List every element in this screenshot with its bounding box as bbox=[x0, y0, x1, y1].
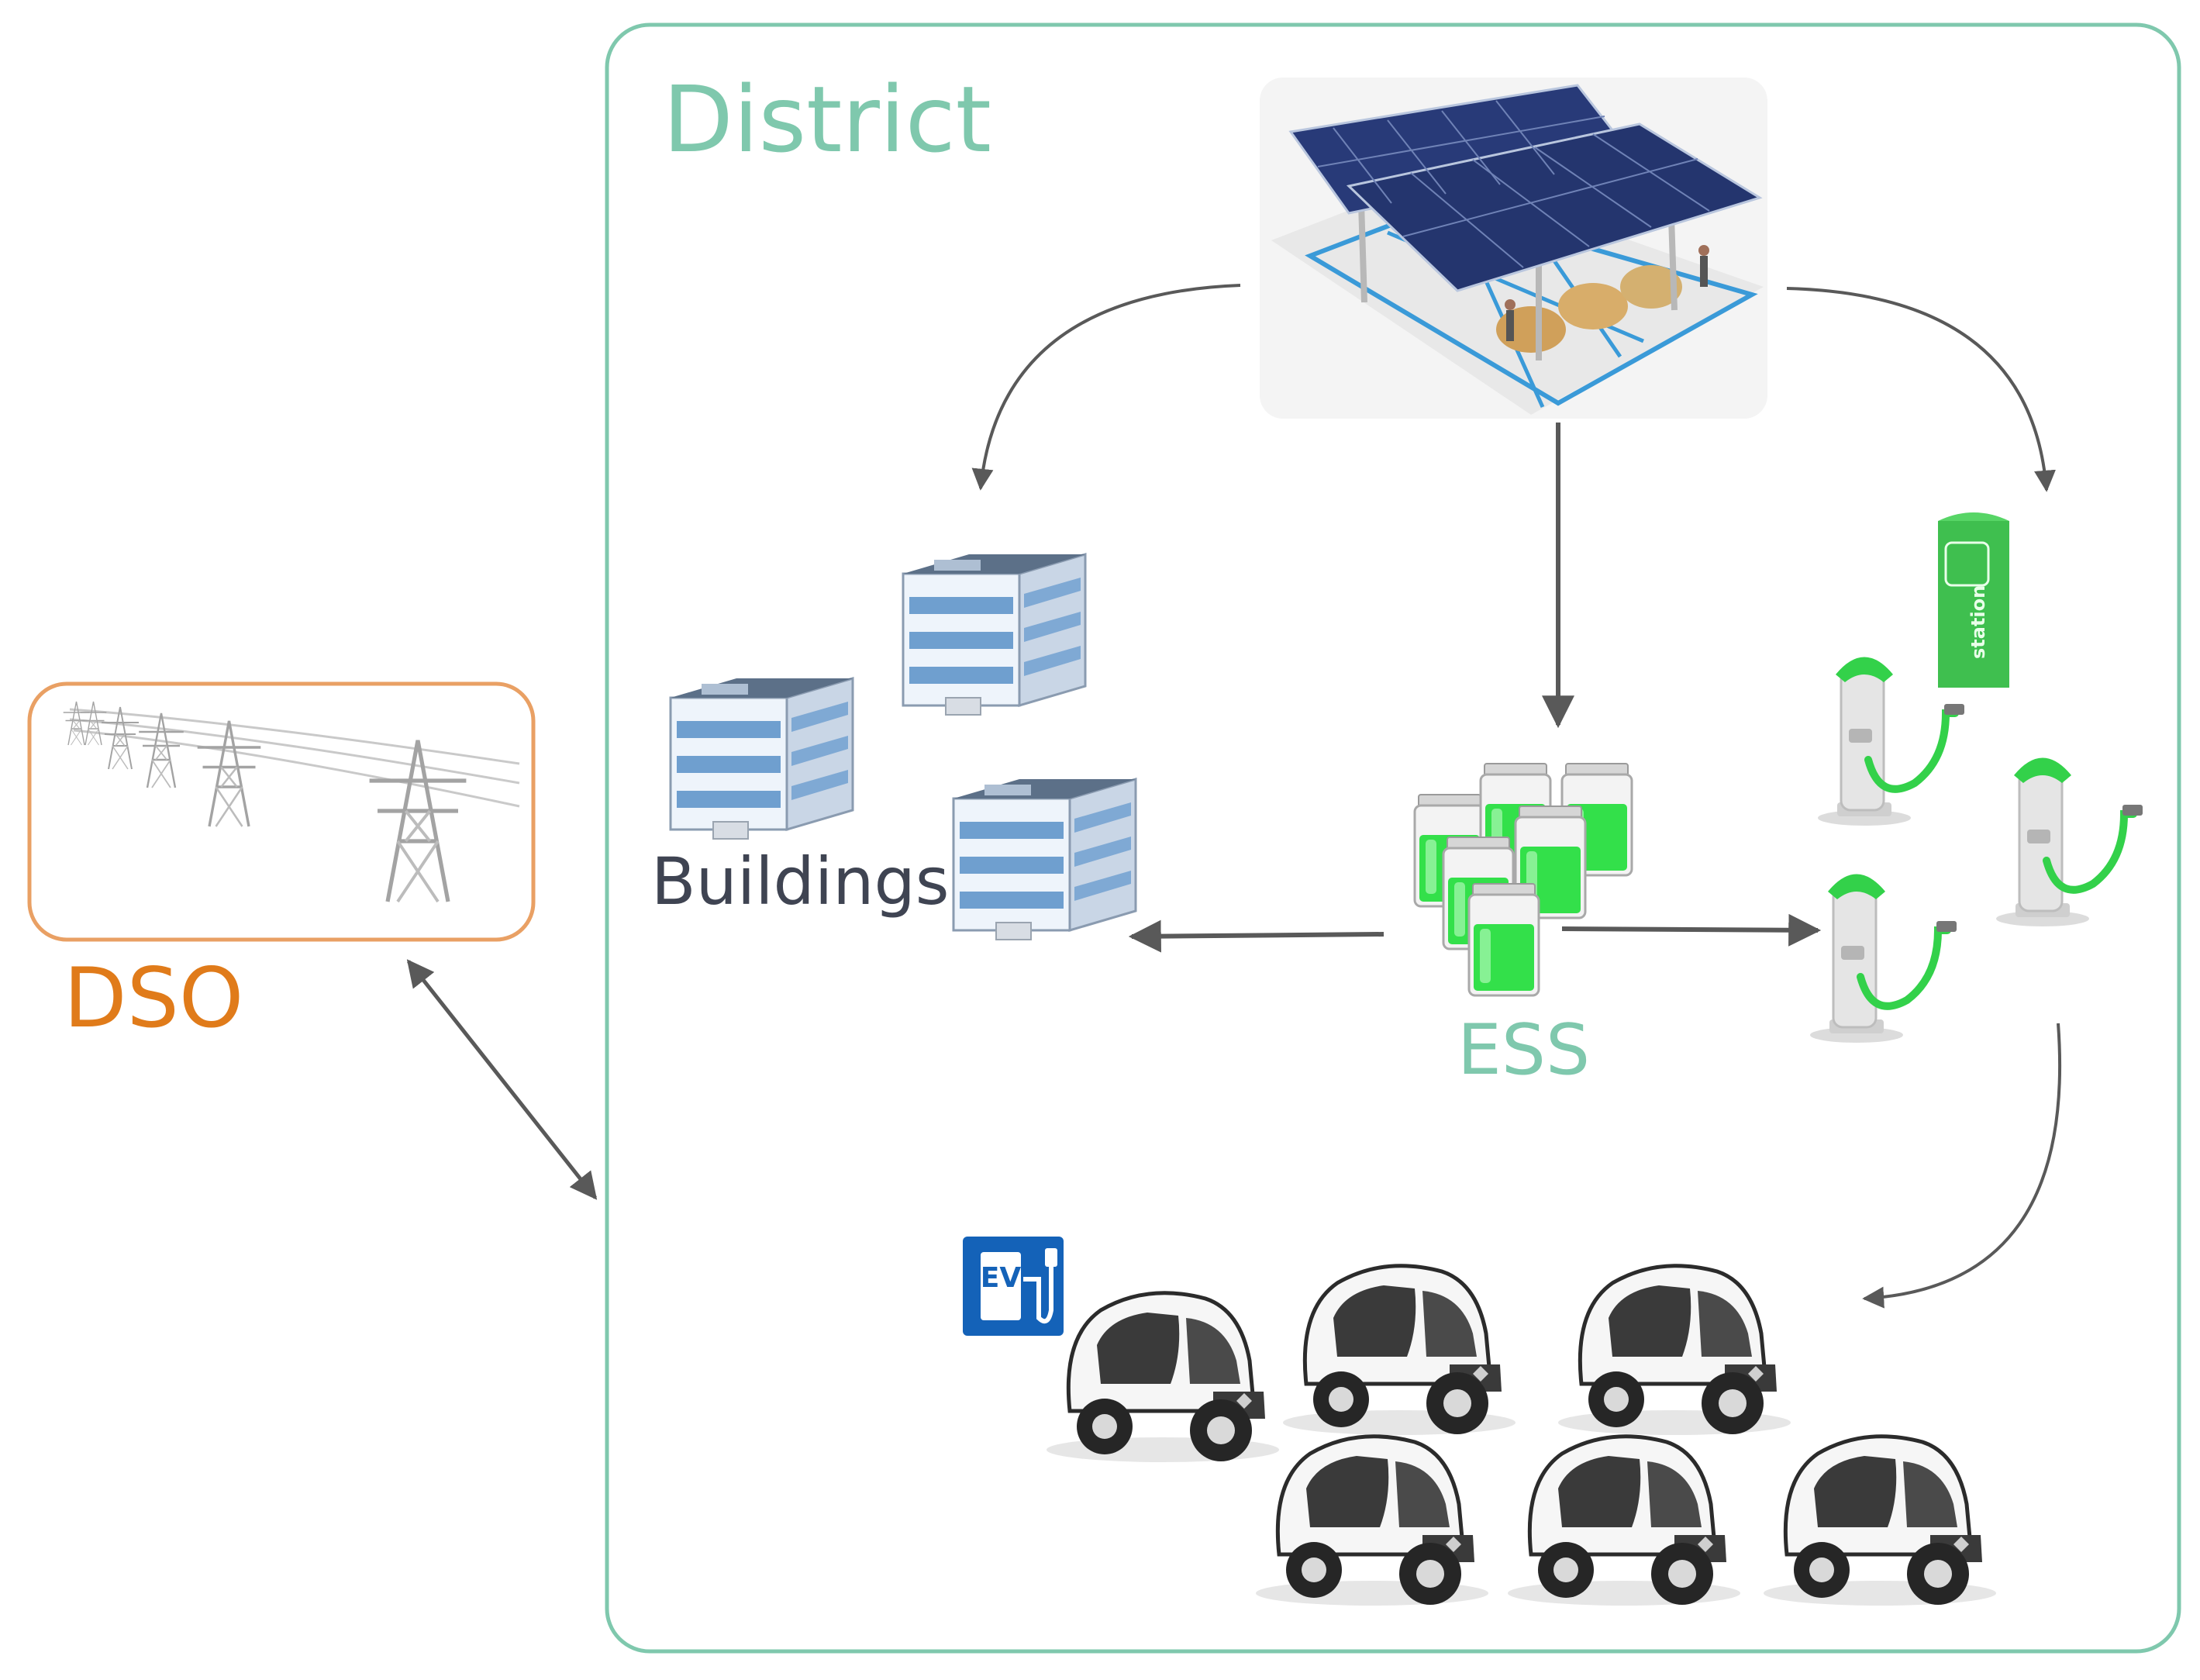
ev-car-icon bbox=[1558, 1266, 1791, 1435]
dso-district-arrow bbox=[406, 959, 598, 1200]
ev-car-icon bbox=[1508, 1437, 1740, 1606]
battery-icon bbox=[1467, 882, 1540, 997]
ev-car-icon bbox=[1764, 1437, 1996, 1606]
ess-label: ESS bbox=[1457, 1009, 1591, 1091]
solar-to-chargers-arrow bbox=[1786, 287, 2056, 492]
ev-car-icon bbox=[1047, 1293, 1279, 1462]
charging-station-icon bbox=[1996, 758, 2143, 927]
pylons-icon bbox=[62, 701, 520, 902]
ev-sign-text: EV bbox=[981, 1262, 1022, 1294]
chargers-to-evs-arrow bbox=[1862, 1023, 2062, 1309]
solar-to-buildings-arrow bbox=[971, 284, 1241, 491]
building-icon bbox=[902, 553, 1087, 716]
ess-to-chargers-arrow bbox=[1561, 913, 1822, 947]
ess-battery-cluster bbox=[1413, 762, 1633, 997]
ev-car-icon bbox=[1256, 1437, 1488, 1606]
district-boundary bbox=[605, 22, 2181, 1654]
solar-carport-icon bbox=[1260, 78, 1767, 419]
station-banner-text: station bbox=[1967, 585, 1989, 659]
ev-sign-icon: EV bbox=[963, 1237, 1064, 1336]
dso-label: DSO bbox=[64, 950, 244, 1046]
building-icon bbox=[669, 677, 854, 840]
buildings-label: Buildings bbox=[651, 843, 950, 919]
ev-car-icon bbox=[1283, 1266, 1516, 1435]
district-title: District bbox=[663, 66, 991, 173]
building-icon bbox=[952, 778, 1137, 941]
charging-station-icon bbox=[1810, 874, 1957, 1044]
ess-to-buildings-arrow bbox=[1128, 919, 1384, 953]
station-banner-icon: station bbox=[1938, 512, 2009, 688]
